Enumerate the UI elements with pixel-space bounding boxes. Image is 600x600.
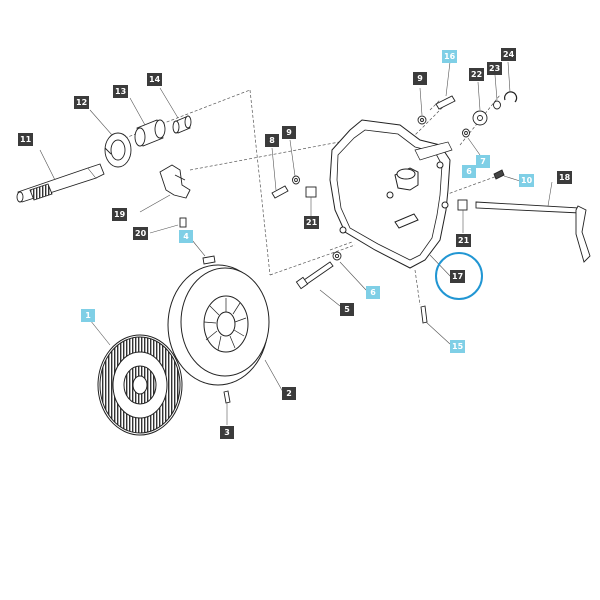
long-bolt [295, 261, 341, 307]
callout-16: 16 [442, 50, 458, 63]
washer-right [462, 128, 481, 156]
small-screw [191, 239, 216, 265]
callout-10: 10 [519, 174, 535, 187]
release-bearing [129, 97, 166, 147]
dowel-left [305, 186, 317, 216]
callout-9: 9 [282, 126, 296, 139]
set-screw [493, 169, 521, 182]
grease-fitting [149, 217, 187, 234]
circlip [504, 61, 518, 103]
callout-7: 7 [476, 155, 490, 168]
callout-9-top: 9 [413, 72, 427, 85]
callout-17: 17 [450, 270, 466, 283]
callout-2: 2 [282, 387, 296, 400]
callout-21: 21 [304, 216, 320, 229]
dowel-right [457, 199, 468, 233]
bushing [159, 87, 192, 134]
highlight-circle [435, 252, 483, 300]
callout-6-upper: 6 [462, 165, 476, 178]
callout-11: 11 [18, 133, 34, 146]
dowel-pin [223, 390, 231, 425]
callout-8: 8 [265, 134, 279, 147]
short-bolt [271, 147, 289, 199]
washer-top [417, 87, 427, 125]
roll-pin [420, 305, 451, 345]
callout-3: 3 [220, 426, 234, 439]
callout-21-right: 21 [456, 234, 472, 247]
input-shaft [16, 149, 105, 203]
callout-19: 19 [112, 208, 128, 221]
washer-left [289, 139, 300, 185]
callout-23: 23 [487, 62, 503, 75]
callout-15: 15 [450, 340, 466, 353]
callout-13: 13 [113, 85, 129, 98]
callout-14: 14 [147, 73, 163, 86]
callout-20: 20 [133, 227, 149, 240]
pressure-plate [167, 264, 284, 393]
callout-1: 1 [81, 309, 95, 322]
stud-bolt [435, 61, 456, 110]
callout-6: 6 [366, 286, 380, 299]
callout-22: 22 [469, 68, 485, 81]
callout-12: 12 [74, 96, 90, 109]
callout-4: 4 [179, 230, 193, 243]
cross-shaft-lever [475, 181, 591, 263]
clutch-housing [329, 119, 453, 279]
callout-18: 18 [557, 171, 573, 184]
o-ring [493, 74, 501, 110]
callout-5: 5 [340, 303, 354, 316]
seal-ring [89, 109, 132, 168]
clutch-disc [89, 319, 183, 436]
release-fork [139, 164, 191, 213]
callout-24: 24 [501, 48, 517, 61]
washer-lower [332, 251, 367, 291]
small-bushing [472, 81, 488, 126]
